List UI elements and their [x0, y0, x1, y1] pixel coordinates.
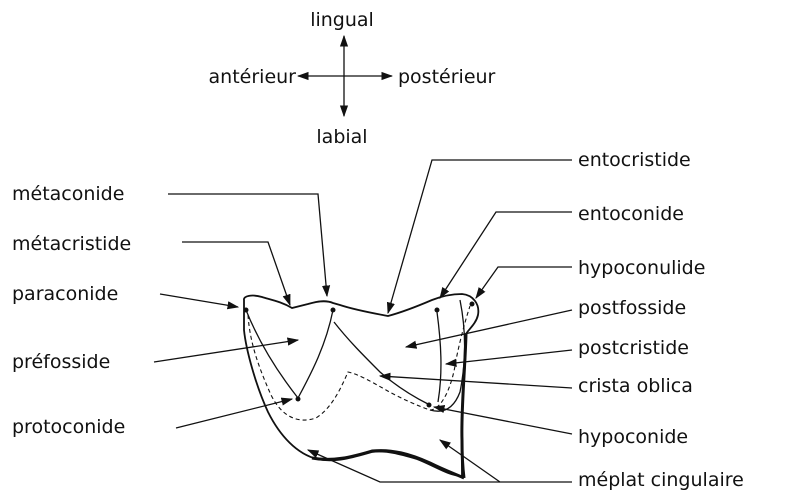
- tooth-outline: [244, 294, 479, 478]
- label-postcristide: postcristide: [578, 337, 689, 359]
- label-crista-oblica: crista oblica: [578, 375, 693, 397]
- leader-paraconide: [160, 294, 238, 307]
- leader-entoconide: [440, 212, 572, 298]
- leader-postfosside: [406, 310, 572, 347]
- protoconid-ridge: [246, 310, 333, 398]
- entoconide-cusp: [435, 308, 440, 313]
- label-lingual: lingual: [310, 9, 374, 31]
- label-protoconide: protoconide: [12, 416, 125, 438]
- label-anterior: antérieur: [209, 66, 297, 88]
- hypoconulid-ridge: [430, 300, 465, 411]
- postcristid-ridge: [437, 312, 441, 402]
- label-meplat-cingulaire: méplat cingulaire: [578, 469, 744, 491]
- label-hypoconulide: hypoconulide: [578, 257, 705, 279]
- leader-hypoconide: [434, 407, 572, 434]
- right-labels: entocristide entoconide hypoconulide pos…: [308, 149, 744, 491]
- label-hypoconide: hypoconide: [578, 426, 688, 448]
- leader-metaconide: [168, 194, 327, 296]
- label-metacristide: métacristide: [12, 233, 131, 255]
- crista-oblica-ridge: [334, 322, 428, 404]
- tooth-crown-outline: [244, 294, 478, 476]
- label-entoconide: entoconide: [578, 203, 684, 225]
- cingulum-dashed-line: [248, 306, 470, 420]
- left-labels: métaconide métacristide paraconide préfo…: [12, 183, 327, 438]
- leader-prefosside: [154, 340, 298, 362]
- orientation-compass: lingual labial antérieur postérieur: [209, 9, 496, 148]
- cingulum-bold-edge: [312, 334, 466, 478]
- leader-crista-oblica: [380, 376, 572, 388]
- label-paraconide: paraconide: [12, 283, 118, 305]
- hypoconide-cusp: [427, 403, 432, 408]
- leader-hypoconulide: [476, 267, 572, 298]
- paraconide-cusp: [244, 308, 249, 313]
- metaconide-cusp: [331, 308, 336, 313]
- leader-metacristide: [182, 242, 290, 305]
- label-labial: labial: [316, 126, 367, 148]
- label-metaconide: métaconide: [12, 183, 124, 205]
- label-prefosside: préfosside: [12, 351, 110, 373]
- protoconide-cusp: [296, 397, 301, 402]
- label-entocristide: entocristide: [578, 149, 691, 171]
- label-postfosside: postfosside: [578, 297, 686, 319]
- label-posterior: postérieur: [398, 66, 496, 88]
- hypoconulide-cusp: [470, 302, 475, 307]
